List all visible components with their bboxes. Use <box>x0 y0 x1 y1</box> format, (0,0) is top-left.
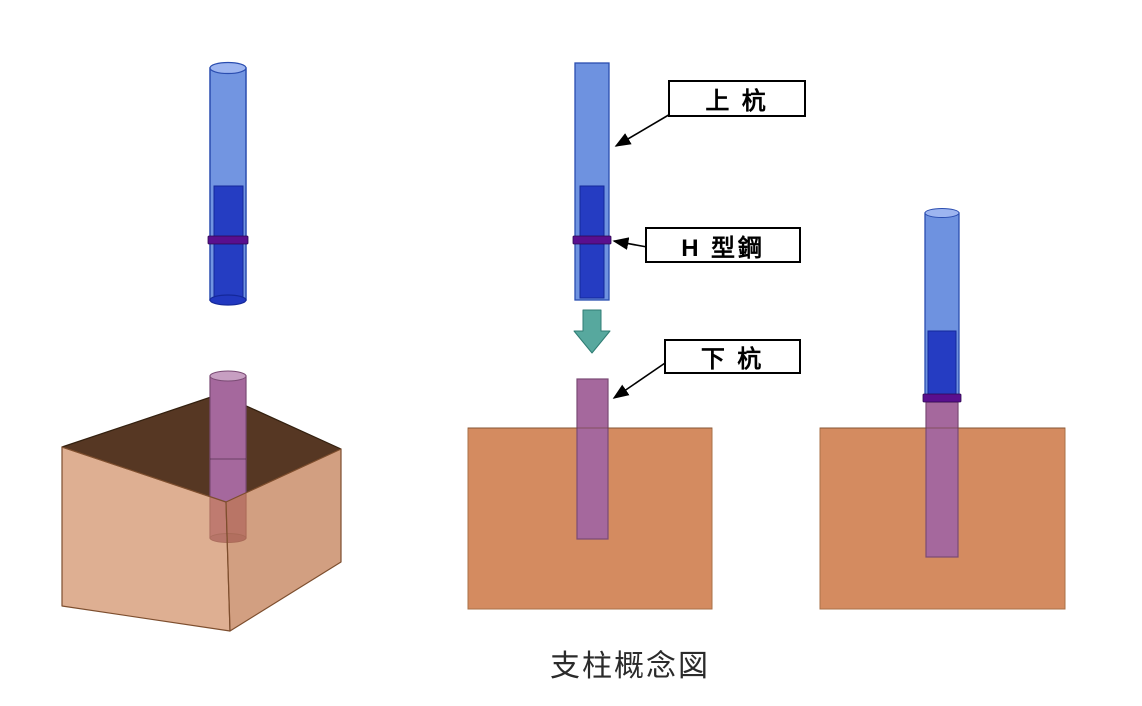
lower-pile-top-cap <box>209 370 247 382</box>
upper-pile-tube-top-opening <box>924 208 960 218</box>
figure-right-assembled <box>819 208 1066 610</box>
upper-pile-bottom-cap <box>209 294 247 306</box>
h-steel-leader-arrow <box>612 237 648 250</box>
h-steel-collar <box>922 393 962 403</box>
diagram-caption: 支柱概念図 <box>550 650 710 683</box>
down-arrow-icon <box>573 309 611 354</box>
lower-pile <box>925 401 959 558</box>
figure-middle-labelled <box>467 62 713 610</box>
h-steel-collar <box>207 235 249 245</box>
figure-left-separated <box>61 61 342 632</box>
upper-pile-tube-top-opening <box>209 61 247 75</box>
h-steel-collar <box>572 235 612 245</box>
lower-pile-leader-arrow <box>612 360 669 399</box>
lower-pile-label: 下 杭 <box>664 339 801 374</box>
ground-block-front-right-face <box>225 448 342 632</box>
upper-pile-leader-arrow <box>614 112 673 147</box>
upper-pile-label: 上 杭 <box>668 80 806 117</box>
lower-pile <box>576 378 609 540</box>
inner-steel-core <box>927 330 957 396</box>
h-steel-label: H 型鋼 <box>645 227 801 263</box>
